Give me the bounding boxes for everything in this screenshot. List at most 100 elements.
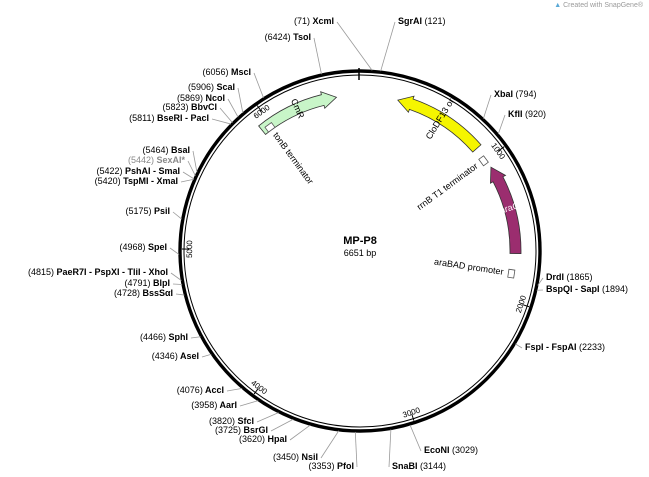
site-position: (1865) xyxy=(564,272,593,282)
site-nsii[interactable]: (3450) NsiI xyxy=(273,430,340,463)
rrnb-t1-terminator-box[interactable] xyxy=(478,155,489,167)
site-psii[interactable]: (5175) PsiI xyxy=(125,206,183,220)
site-connector-line xyxy=(354,431,358,468)
site-aari[interactable]: (3958) AarI xyxy=(191,400,259,410)
site-position: (4791) xyxy=(124,278,150,288)
site-name: NsiI xyxy=(299,452,318,462)
site-label: (3353) PfoI xyxy=(308,461,354,471)
site-label: (3820) SfcI xyxy=(209,416,254,426)
site-label: FspI - FspAI (2233) xyxy=(525,342,605,352)
site-sgrai[interactable]: SgrAI (121) xyxy=(380,16,446,72)
site-name: BsaI xyxy=(168,145,190,155)
site-connector-line xyxy=(182,171,195,180)
site-connector-line xyxy=(170,272,182,281)
site-connector-line xyxy=(388,429,392,468)
site-connector-line xyxy=(190,336,201,339)
site-blpi[interactable]: (4791) BlpI xyxy=(124,278,183,288)
site-name: XbaI xyxy=(494,89,513,99)
site-bsrgi[interactable]: (3725) BsrGI xyxy=(215,418,294,435)
site-msci[interactable]: (6056) MscI xyxy=(202,67,264,98)
site-sphi[interactable]: (4466) SphI xyxy=(140,332,201,342)
site-name: DrdI xyxy=(546,272,564,282)
site-scai[interactable]: (5906) ScaI xyxy=(188,82,244,114)
site-hpai[interactable]: (3620) HpaI xyxy=(239,424,311,444)
site-kfli[interactable]: KflI (920) xyxy=(497,109,547,135)
site-paer7i-pspxi-tlii-xhoi[interactable]: (4815) PaeR7I - PspXI - TliI - XhoI xyxy=(28,267,182,281)
site-bsss-i[interactable]: (4728) BssSαI xyxy=(114,288,185,298)
site-position: (6424) xyxy=(265,32,291,42)
site-pfoi[interactable]: (3353) PfoI xyxy=(308,431,358,471)
site-drdi[interactable]: DrdI (1865) xyxy=(537,272,593,286)
site-connector-line xyxy=(187,160,196,176)
site-connector-line xyxy=(409,424,422,452)
site-connector-line xyxy=(253,72,264,98)
site-label: XbaI (794) xyxy=(494,89,537,99)
site-connector-line xyxy=(239,400,259,407)
site-tsoi[interactable]: (6424) TsoI xyxy=(265,32,322,75)
arabad-promoter-label: araBAD promoter xyxy=(433,257,504,277)
plasmid-name: MP-P8 xyxy=(343,235,377,247)
site-label: (5464) BsaI xyxy=(142,145,190,155)
site-bsai[interactable]: (5464) BsaI xyxy=(142,145,198,173)
site-name: SexAI* xyxy=(154,155,186,165)
arabad-promoter-box[interactable] xyxy=(507,268,516,279)
site-position: (5811) xyxy=(129,113,154,123)
feature-clodf13-ori-arrow[interactable] xyxy=(397,95,482,153)
site-asei[interactable]: (4346) AseI xyxy=(152,351,212,361)
tick-mark xyxy=(253,388,259,395)
site-xbai[interactable]: XbaI (794) xyxy=(483,89,537,119)
site-label: (5811) BseRI - PacI xyxy=(129,113,209,123)
site-spei[interactable]: (4968) SpeI xyxy=(119,242,180,255)
site-label: (6424) TsoI xyxy=(265,32,311,42)
site-sexai[interactable]: (5442) SexAI* xyxy=(128,155,196,176)
site-position: (5464) xyxy=(142,145,168,155)
site-name: PfoI xyxy=(335,461,355,471)
rrnb-t1-terminator-label: rrnB T1 terminator xyxy=(415,161,480,212)
site-sfci[interactable]: (3820) SfcI xyxy=(209,412,279,427)
site-connector-line xyxy=(169,247,180,255)
site-fspi-fspai[interactable]: FspI - FspAI (2233) xyxy=(515,342,605,352)
site-name: XcmI xyxy=(310,16,334,26)
site-position: (71) xyxy=(294,16,310,26)
site-xcmi[interactable]: (71) XcmI xyxy=(294,16,373,71)
site-connector-line xyxy=(497,114,506,135)
feature-cmr-arrow[interactable] xyxy=(258,91,338,136)
site-position: (3450) xyxy=(273,452,299,462)
site-name: HpaI xyxy=(265,434,287,444)
site-connector-line xyxy=(237,87,244,114)
tick-mark xyxy=(498,146,505,152)
site-ncoi[interactable]: (5869) NcoI xyxy=(177,93,239,118)
site-name: PsiI xyxy=(151,206,170,216)
site-bbvci[interactable]: (5823) BbvCI xyxy=(162,102,233,123)
site-bspqi-sapi[interactable]: BspQI - SapI (1894) xyxy=(536,284,628,294)
site-name: BssSαI xyxy=(140,288,173,298)
site-snabi[interactable]: SnaBI (3144) xyxy=(388,429,446,471)
site-position: (5422) xyxy=(96,166,122,176)
site-name: ScaI xyxy=(214,82,235,92)
site-label: EcoNI (3029) xyxy=(424,445,478,455)
site-connector-line xyxy=(483,94,492,119)
tick-label: 3000 xyxy=(401,406,421,420)
site-connector-line xyxy=(336,21,373,71)
site-label: (5422) PshAI - SmaI xyxy=(96,166,180,176)
site-label: (5442) SexAI* xyxy=(128,155,186,165)
feature-arac-arrow[interactable] xyxy=(490,166,522,255)
site-label: BspQI - SapI (1894) xyxy=(546,284,628,294)
site-pshai-smai[interactable]: (5422) PshAI - SmaI xyxy=(96,166,195,180)
site-label: (5175) PsiI xyxy=(125,206,170,216)
site-position: (3353) xyxy=(308,461,334,471)
site-name: BseRI - PacI xyxy=(154,113,209,123)
site-tspmi-xmai[interactable]: (5420) TspMI - XmaI xyxy=(95,176,194,186)
site-connector-line xyxy=(313,37,322,75)
tonb-terminator-box[interactable] xyxy=(264,121,276,133)
site-name: BsrGI xyxy=(241,425,268,435)
site-label: (6056) MscI xyxy=(202,67,251,77)
site-bseri-paci[interactable]: (5811) BseRI - PacI xyxy=(129,113,232,125)
site-position: (920) xyxy=(523,109,547,119)
site-label: (3450) NsiI xyxy=(273,452,318,462)
site-acci[interactable]: (4076) AccI xyxy=(177,385,243,395)
site-name: AseI xyxy=(178,351,199,361)
credit-text: Created with SnapGene® xyxy=(563,2,643,9)
site-econi[interactable]: EcoNI (3029) xyxy=(409,424,478,455)
